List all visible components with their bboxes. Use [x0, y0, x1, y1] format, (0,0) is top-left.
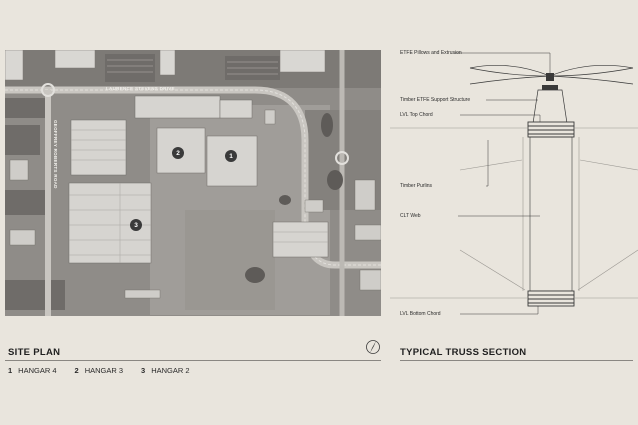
north-arrow-icon: [366, 340, 380, 354]
site-plan-title: SITE PLAN: [8, 347, 61, 358]
callout-clt-web: CLT Web: [400, 213, 421, 219]
truss-section-title: TYPICAL TRUSS SECTION: [400, 347, 527, 358]
hangar-marker-2: 2: [172, 147, 184, 159]
hangar-marker-1: 1: [225, 150, 237, 162]
callout-timber-purlins: Timber Purlins: [400, 183, 433, 189]
hangar-marker-3: 3: [130, 219, 142, 231]
callout-lvl-bottom-chord: LVL Bottom Chord: [400, 311, 441, 317]
callout-lvl-top-chord: LVL Top Chord: [400, 112, 433, 118]
truss-section-drawing: [390, 52, 638, 315]
truss-section-rule: [400, 360, 633, 361]
site-plan-rule: [5, 360, 381, 361]
road-label-geoffrey-roberts: GEOFFREY ROBERTS ROAD: [53, 120, 58, 189]
road-label-laurence-stevens: LAURENCE STEVENS DRIVE: [106, 86, 175, 91]
callout-etfe-support: Timber ETFE Support Structure: [400, 97, 471, 103]
site-plan-aerial: LAURENCE STEVENS DRIVE GEOFFREY ROBERTS …: [5, 50, 381, 316]
aerial-image: [5, 50, 381, 316]
callout-etfe-pillows: ETFE Pillows and Extrusion: [400, 50, 462, 56]
